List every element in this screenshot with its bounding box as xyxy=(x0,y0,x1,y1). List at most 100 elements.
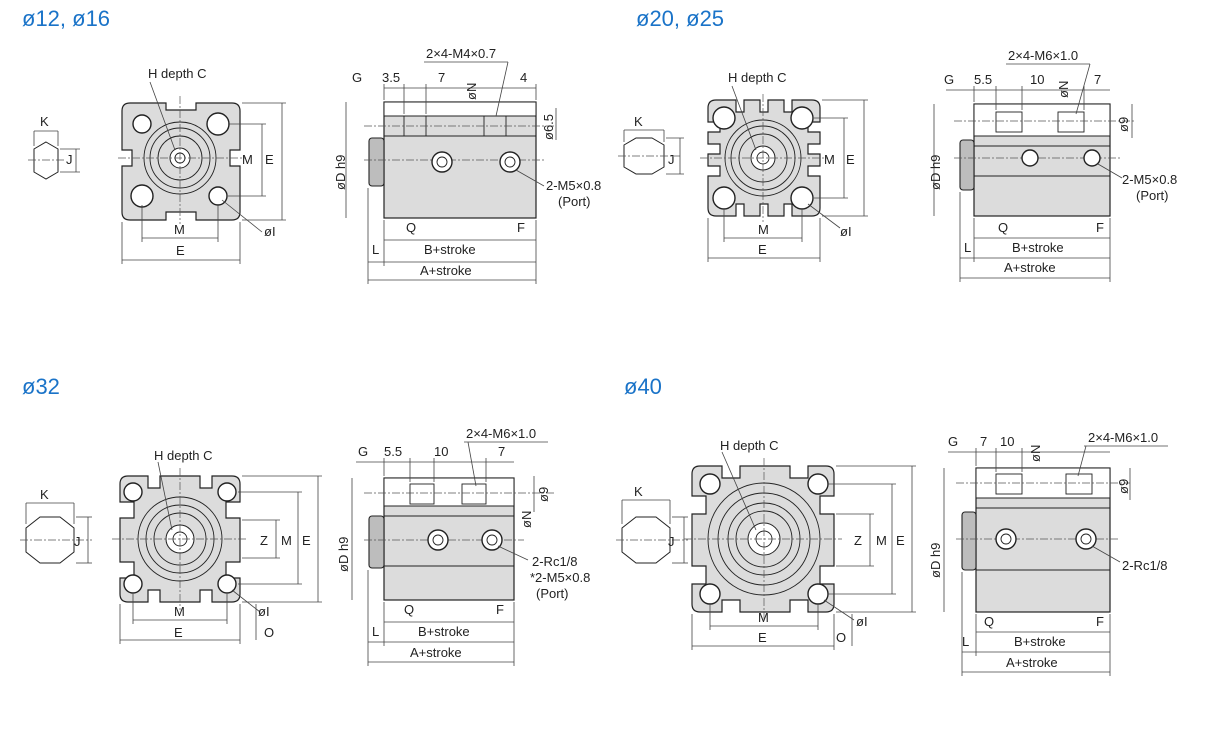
label-m-horizontal: M xyxy=(758,610,769,625)
label-j: J xyxy=(668,152,675,167)
label-dim-10: 10 xyxy=(1000,434,1014,449)
label-h-depth-c: H depth C xyxy=(720,438,779,453)
label-g: G xyxy=(352,70,362,85)
label-thread: 2×4-M6×1.0 xyxy=(466,426,536,441)
side-view-20-25 xyxy=(933,63,1134,282)
label-j: J xyxy=(668,534,675,549)
label-n: øN xyxy=(464,83,479,100)
label-dim-5-5: 5.5 xyxy=(974,72,992,87)
label-b-stroke: B+stroke xyxy=(1012,240,1064,255)
label-k: K xyxy=(634,484,643,499)
rod-end-hex-icon xyxy=(28,130,80,180)
rod-end-hex-icon xyxy=(616,499,688,564)
section-12-16-drawing: K J xyxy=(28,46,601,284)
label-q: Q xyxy=(998,220,1008,235)
label-m-vertical: M xyxy=(281,533,292,548)
label-e-horizontal: E xyxy=(758,630,767,645)
label-port-note: (Port) xyxy=(536,586,569,601)
label-f: F xyxy=(1096,614,1104,629)
label-i: øI xyxy=(264,224,276,239)
section-title-20-25: ø20, ø25 xyxy=(636,6,725,31)
label-o: O xyxy=(836,630,846,645)
section-32-drawing: K J xyxy=(20,426,590,666)
side-view-40 xyxy=(943,445,1168,676)
label-g: G xyxy=(944,72,954,87)
label-dim-3-5: 3.5 xyxy=(382,70,400,85)
label-e-vertical: E xyxy=(846,152,855,167)
label-port: 2-M5×0.8 xyxy=(546,178,601,193)
label-port: 2-M5×0.8 xyxy=(1122,172,1177,187)
label-l: L xyxy=(962,634,969,649)
label-z: Z xyxy=(854,533,862,548)
section-title-12-16: ø12, ø16 xyxy=(22,6,111,31)
label-d-h9: øD h9 xyxy=(928,543,943,578)
label-d6-5: ø6.5 xyxy=(541,114,556,140)
label-h-depth-c: H depth C xyxy=(728,70,787,85)
label-m-horizontal: M xyxy=(758,222,769,237)
label-e-horizontal: E xyxy=(174,625,183,640)
label-n: øN xyxy=(1056,81,1071,98)
label-dim-7: 7 xyxy=(498,444,505,459)
label-dim-4: 4 xyxy=(520,70,527,85)
label-m-vertical: M xyxy=(242,152,253,167)
label-m-horizontal: M xyxy=(174,604,185,619)
rod-end-hex-icon xyxy=(20,502,92,564)
label-l: L xyxy=(372,624,379,639)
label-n: øN xyxy=(519,511,534,528)
label-i: øI xyxy=(840,224,852,239)
label-f: F xyxy=(517,220,525,235)
front-view-20-25 xyxy=(700,85,868,262)
front-view-40 xyxy=(684,451,916,650)
label-e-horizontal: E xyxy=(758,242,767,257)
label-m-vertical: M xyxy=(824,152,835,167)
label-h-depth-c: H depth C xyxy=(154,448,213,463)
label-g: G xyxy=(358,444,368,459)
label-b-stroke: B+stroke xyxy=(1014,634,1066,649)
label-dim-7: 7 xyxy=(438,70,445,85)
rod-end-hex-icon xyxy=(618,129,684,175)
label-thread: 2×4-M6×1.0 xyxy=(1088,430,1158,445)
label-d-h9: øD h9 xyxy=(928,155,943,190)
label-a-stroke: A+stroke xyxy=(420,263,472,278)
label-i: øI xyxy=(856,614,868,629)
label-dim-10: 10 xyxy=(434,444,448,459)
label-q: Q xyxy=(406,220,416,235)
label-d-h9: øD h9 xyxy=(333,155,348,190)
section-40-drawing: K J xyxy=(616,430,1168,676)
label-j: J xyxy=(74,534,81,549)
label-a-stroke: A+stroke xyxy=(1004,260,1056,275)
label-b-stroke: B+stroke xyxy=(424,242,476,257)
side-view-12-16 xyxy=(345,61,557,284)
label-thread: 2×4-M4×0.7 xyxy=(426,46,496,61)
label-g: G xyxy=(948,434,958,449)
label-k: K xyxy=(634,114,643,129)
section-title-32: ø32 xyxy=(22,374,60,399)
label-l: L xyxy=(372,242,379,257)
label-dim-7: 7 xyxy=(1094,72,1101,87)
label-k: K xyxy=(40,487,49,502)
label-l: L xyxy=(964,240,971,255)
label-e-vertical: E xyxy=(302,533,311,548)
label-j: J xyxy=(66,152,73,167)
label-f: F xyxy=(496,602,504,617)
front-view-12-16 xyxy=(118,81,286,264)
label-d9: ø9 xyxy=(1116,479,1131,494)
label-k: K xyxy=(40,114,49,129)
label-d9: ø9 xyxy=(1116,117,1131,132)
label-z: Z xyxy=(260,533,268,548)
label-q: Q xyxy=(404,602,414,617)
label-port-note: (Port) xyxy=(1136,188,1169,203)
label-e-horizontal: E xyxy=(176,243,185,258)
label-port: 2-Rc1/8 xyxy=(1122,558,1168,573)
label-a-stroke: A+stroke xyxy=(1006,655,1058,670)
label-dim-10: 10 xyxy=(1030,72,1044,87)
label-port-note: (Port) xyxy=(558,194,591,209)
front-view-32 xyxy=(112,461,322,644)
side-view-32 xyxy=(351,441,556,666)
label-m-vertical: M xyxy=(876,533,887,548)
label-f: F xyxy=(1096,220,1104,235)
label-port: 2-Rc1/8 xyxy=(532,554,578,569)
label-q: Q xyxy=(984,614,994,629)
label-d-h9: øD h9 xyxy=(336,537,351,572)
label-thread: 2×4-M6×1.0 xyxy=(1008,48,1078,63)
